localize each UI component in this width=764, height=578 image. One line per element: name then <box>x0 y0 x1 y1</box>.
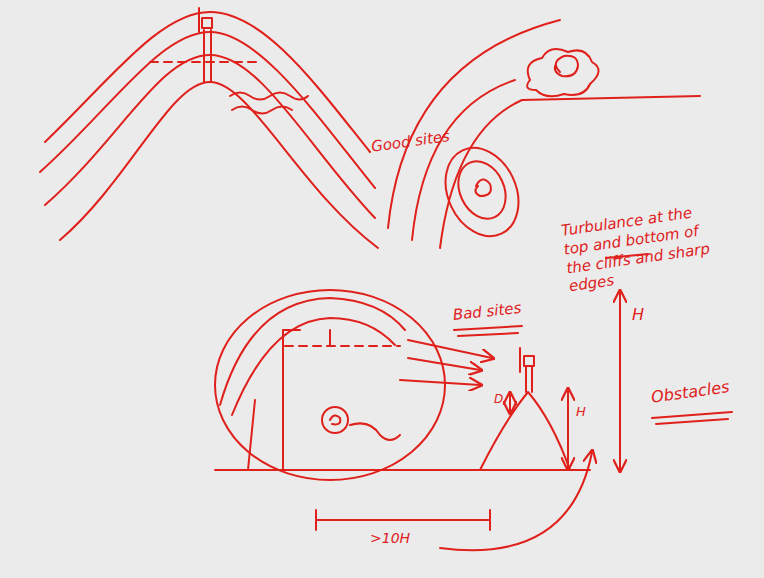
wake-region <box>215 290 445 480</box>
ground-line <box>215 469 590 471</box>
turbine-blade <box>519 348 521 372</box>
flow-arrow <box>400 380 480 385</box>
sketch-label: D <box>494 392 514 407</box>
dimension-line <box>316 510 490 530</box>
turbine-nacelle <box>202 18 212 28</box>
obstacle-building <box>283 330 330 470</box>
streamline-dashed <box>150 61 262 63</box>
dimension-arrow <box>567 390 569 468</box>
streamline <box>232 318 395 415</box>
streamline <box>388 20 560 228</box>
underline <box>652 412 732 424</box>
streamline <box>40 32 375 188</box>
turbine-nacelle <box>524 356 534 366</box>
pointer-arrow <box>440 452 592 550</box>
eddy-cloud <box>527 49 598 96</box>
eddy-spiral <box>555 56 578 77</box>
sketch-label: >10H <box>370 530 440 548</box>
turbine-blade <box>198 8 200 32</box>
eddy-spiral <box>330 415 340 424</box>
streamline <box>45 12 370 152</box>
sketch-label: H <box>576 404 596 420</box>
dimension-arrow <box>509 394 511 412</box>
eddy-inner <box>449 154 514 227</box>
underline <box>454 326 522 336</box>
sketch-strokes <box>40 8 732 550</box>
sketch-label: Turbulance at the top and bottom of the … <box>560 201 719 296</box>
eddy-outer <box>432 136 533 248</box>
eddy-spiral <box>475 179 490 196</box>
flow-arrow <box>408 340 492 358</box>
wake-eddy <box>322 407 348 433</box>
wavy-flow <box>230 93 308 100</box>
sketch-label: Good sites <box>370 121 491 156</box>
wake-flow <box>350 423 400 440</box>
streamline <box>220 298 405 405</box>
sketch-label: Bad sites <box>452 297 543 325</box>
dimension-arrow <box>619 292 621 470</box>
hill-obstacle <box>480 392 570 470</box>
streamline-dashed <box>285 345 400 347</box>
wavy-flow <box>232 107 292 114</box>
sketch-label: Obstacles <box>650 374 752 408</box>
flow-arrow <box>408 358 480 370</box>
turbine-tower <box>526 366 532 392</box>
sketch-label: H <box>632 305 662 325</box>
obstacle-edge <box>248 400 255 470</box>
turbine-tower <box>204 30 211 82</box>
